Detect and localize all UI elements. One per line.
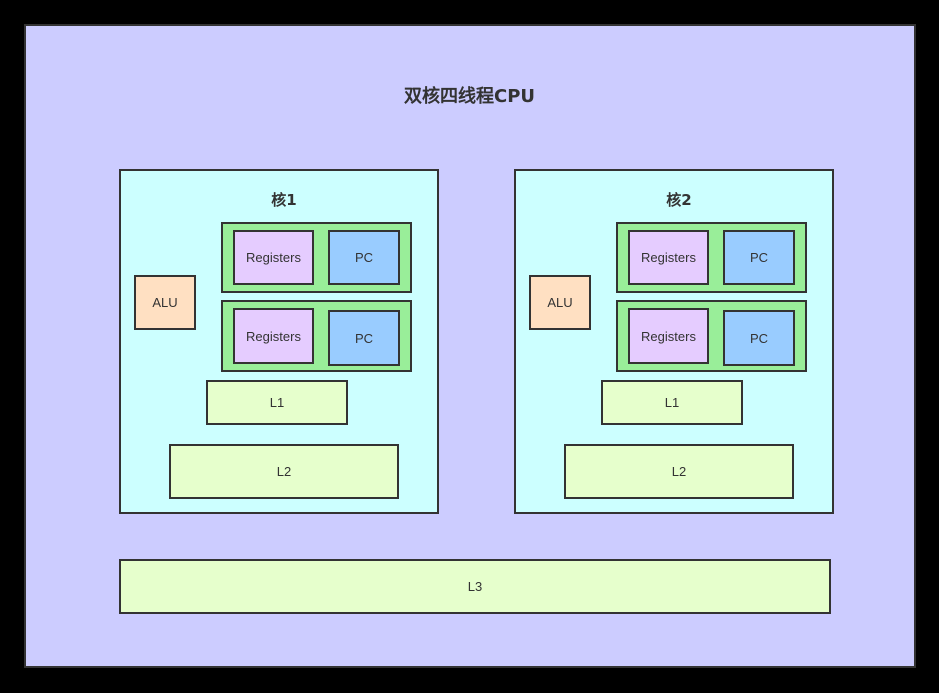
diagram-title: 双核四线程CPU (403, 86, 536, 107)
core-2-l1-cache: L1 (601, 380, 743, 425)
core-2-alu: ALU (529, 275, 591, 330)
core-2-thread-1-pc: PC (723, 230, 795, 285)
core-2-l2-cache: L2 (564, 444, 794, 499)
core-1-thread-1-registers: Registers (233, 230, 314, 285)
core-2-thread-1-registers: Registers (628, 230, 709, 285)
core-1-thread-1-pc: PC (328, 230, 400, 285)
core-1-alu: ALU (134, 275, 196, 330)
core-2-thread-2-registers: Registers (628, 308, 709, 364)
l3-cache: L3 (119, 559, 831, 614)
core-1-thread-2-pc: PC (328, 310, 400, 366)
core-1-label: 核1 (271, 191, 297, 209)
core-2-label: 核2 (666, 191, 692, 209)
core-2-thread-2-pc: PC (723, 310, 795, 366)
core-1-thread-2-registers: Registers (233, 308, 314, 364)
core-1-l2-cache: L2 (169, 444, 399, 499)
core-1-l1-cache: L1 (206, 380, 348, 425)
